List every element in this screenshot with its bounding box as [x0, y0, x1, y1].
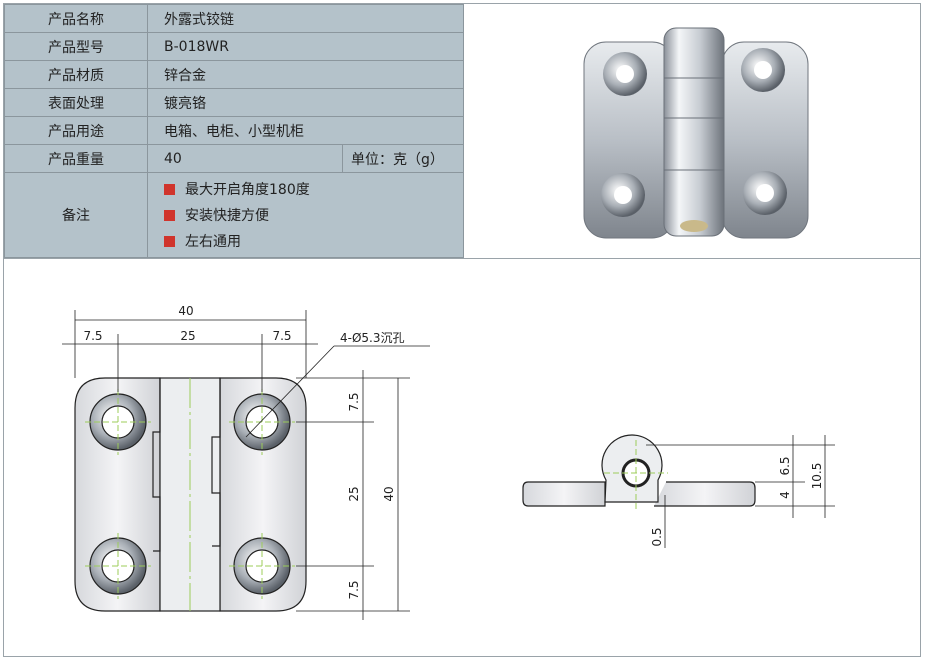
table-row: 备注 最大开启角度180度 安装快捷方便 左右通用 [4, 172, 464, 258]
row-value: 锌合金 [147, 60, 464, 89]
note-text: 左右通用 [185, 234, 241, 250]
dim-knuckle-height: 6.5 [778, 456, 792, 475]
table-row: 产品用途电箱、电柜、小型机柜 [4, 116, 464, 145]
dim-hole-spacing: 25 [180, 329, 195, 343]
notes-cell: 最大开启角度180度 安装快捷方便 左右通用 [147, 172, 464, 258]
row-label: 产品型号 [4, 32, 148, 61]
side-view-drawing [522, 434, 835, 548]
note-item: 安装快捷方便 [148, 202, 463, 228]
product-photo [583, 27, 809, 239]
dim-edge-bottom: 7.5 [347, 580, 361, 599]
row-label: 产品用途 [4, 116, 148, 145]
note-item: 最大开启角度180度 [148, 176, 463, 202]
dim-overall-height: 40 [382, 486, 396, 501]
note-item: 左右通用 [148, 228, 463, 254]
table-row: 表面处理镀亮铬 [4, 88, 464, 117]
dim-hole-spacing-v: 25 [347, 486, 361, 501]
dim-gap: 0.5 [650, 527, 664, 546]
product-sheet-frame [3, 3, 921, 657]
section-divider [3, 258, 921, 259]
dim-total-height: 10.5 [810, 463, 824, 490]
dim-plate-thickness: 4 [778, 491, 792, 499]
note-text: 安装快捷方便 [185, 208, 269, 224]
notes-label: 备注 [4, 172, 148, 258]
bullet-icon [164, 235, 175, 247]
note-text: 最大开启角度180度 [185, 182, 310, 198]
hole-callout: 4-Ø5.3沉孔 [340, 331, 405, 345]
row-value: 镀亮铬 [147, 88, 464, 117]
table-row: 产品材质锌合金 [4, 60, 464, 89]
dim-overall-width: 40 [178, 304, 193, 318]
front-view-drawing [62, 310, 430, 620]
dim-edge-left: 7.5 [83, 329, 102, 343]
dim-edge-right: 7.5 [272, 329, 291, 343]
weight-unit: 单位：克（g） [342, 144, 464, 173]
bullet-icon [164, 209, 175, 221]
dim-edge-top: 7.5 [347, 392, 361, 411]
row-label: 产品重量 [4, 144, 148, 173]
bullet-icon [164, 183, 175, 195]
row-value: 电箱、电柜、小型机柜 [147, 116, 464, 145]
